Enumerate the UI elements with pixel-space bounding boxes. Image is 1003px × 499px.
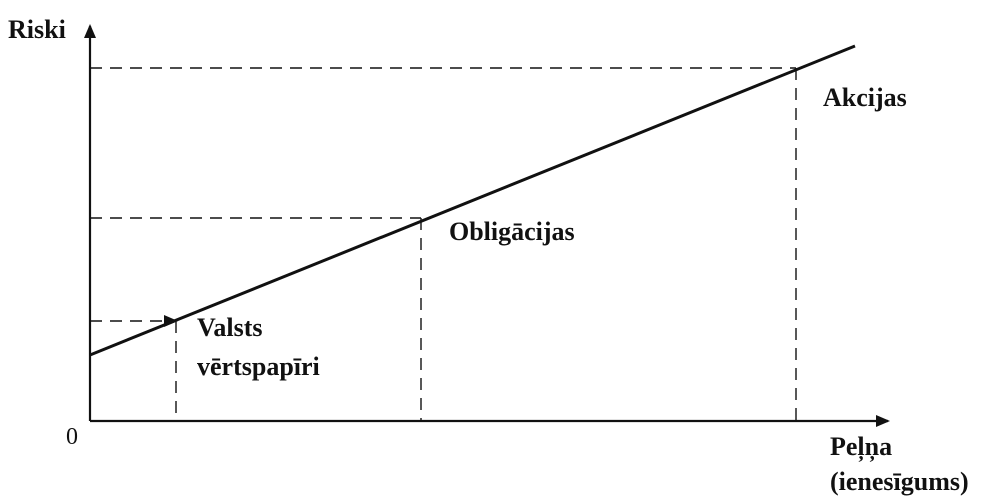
label-valsts-line2: vērtspapīri — [197, 352, 320, 381]
origin-label: 0 — [66, 424, 78, 450]
y-axis-label: Riski — [8, 15, 66, 44]
label-obligacijas: Obligācijas — [449, 217, 575, 246]
x-axis-label-line1: Peļņa — [830, 432, 892, 462]
label-valsts-line1: Valsts — [197, 313, 263, 342]
risk-return-line — [89, 44, 856, 357]
label-akcijas: Akcijas — [823, 83, 907, 112]
x-axis-label-line2: (ienesīgums) — [830, 467, 969, 496]
